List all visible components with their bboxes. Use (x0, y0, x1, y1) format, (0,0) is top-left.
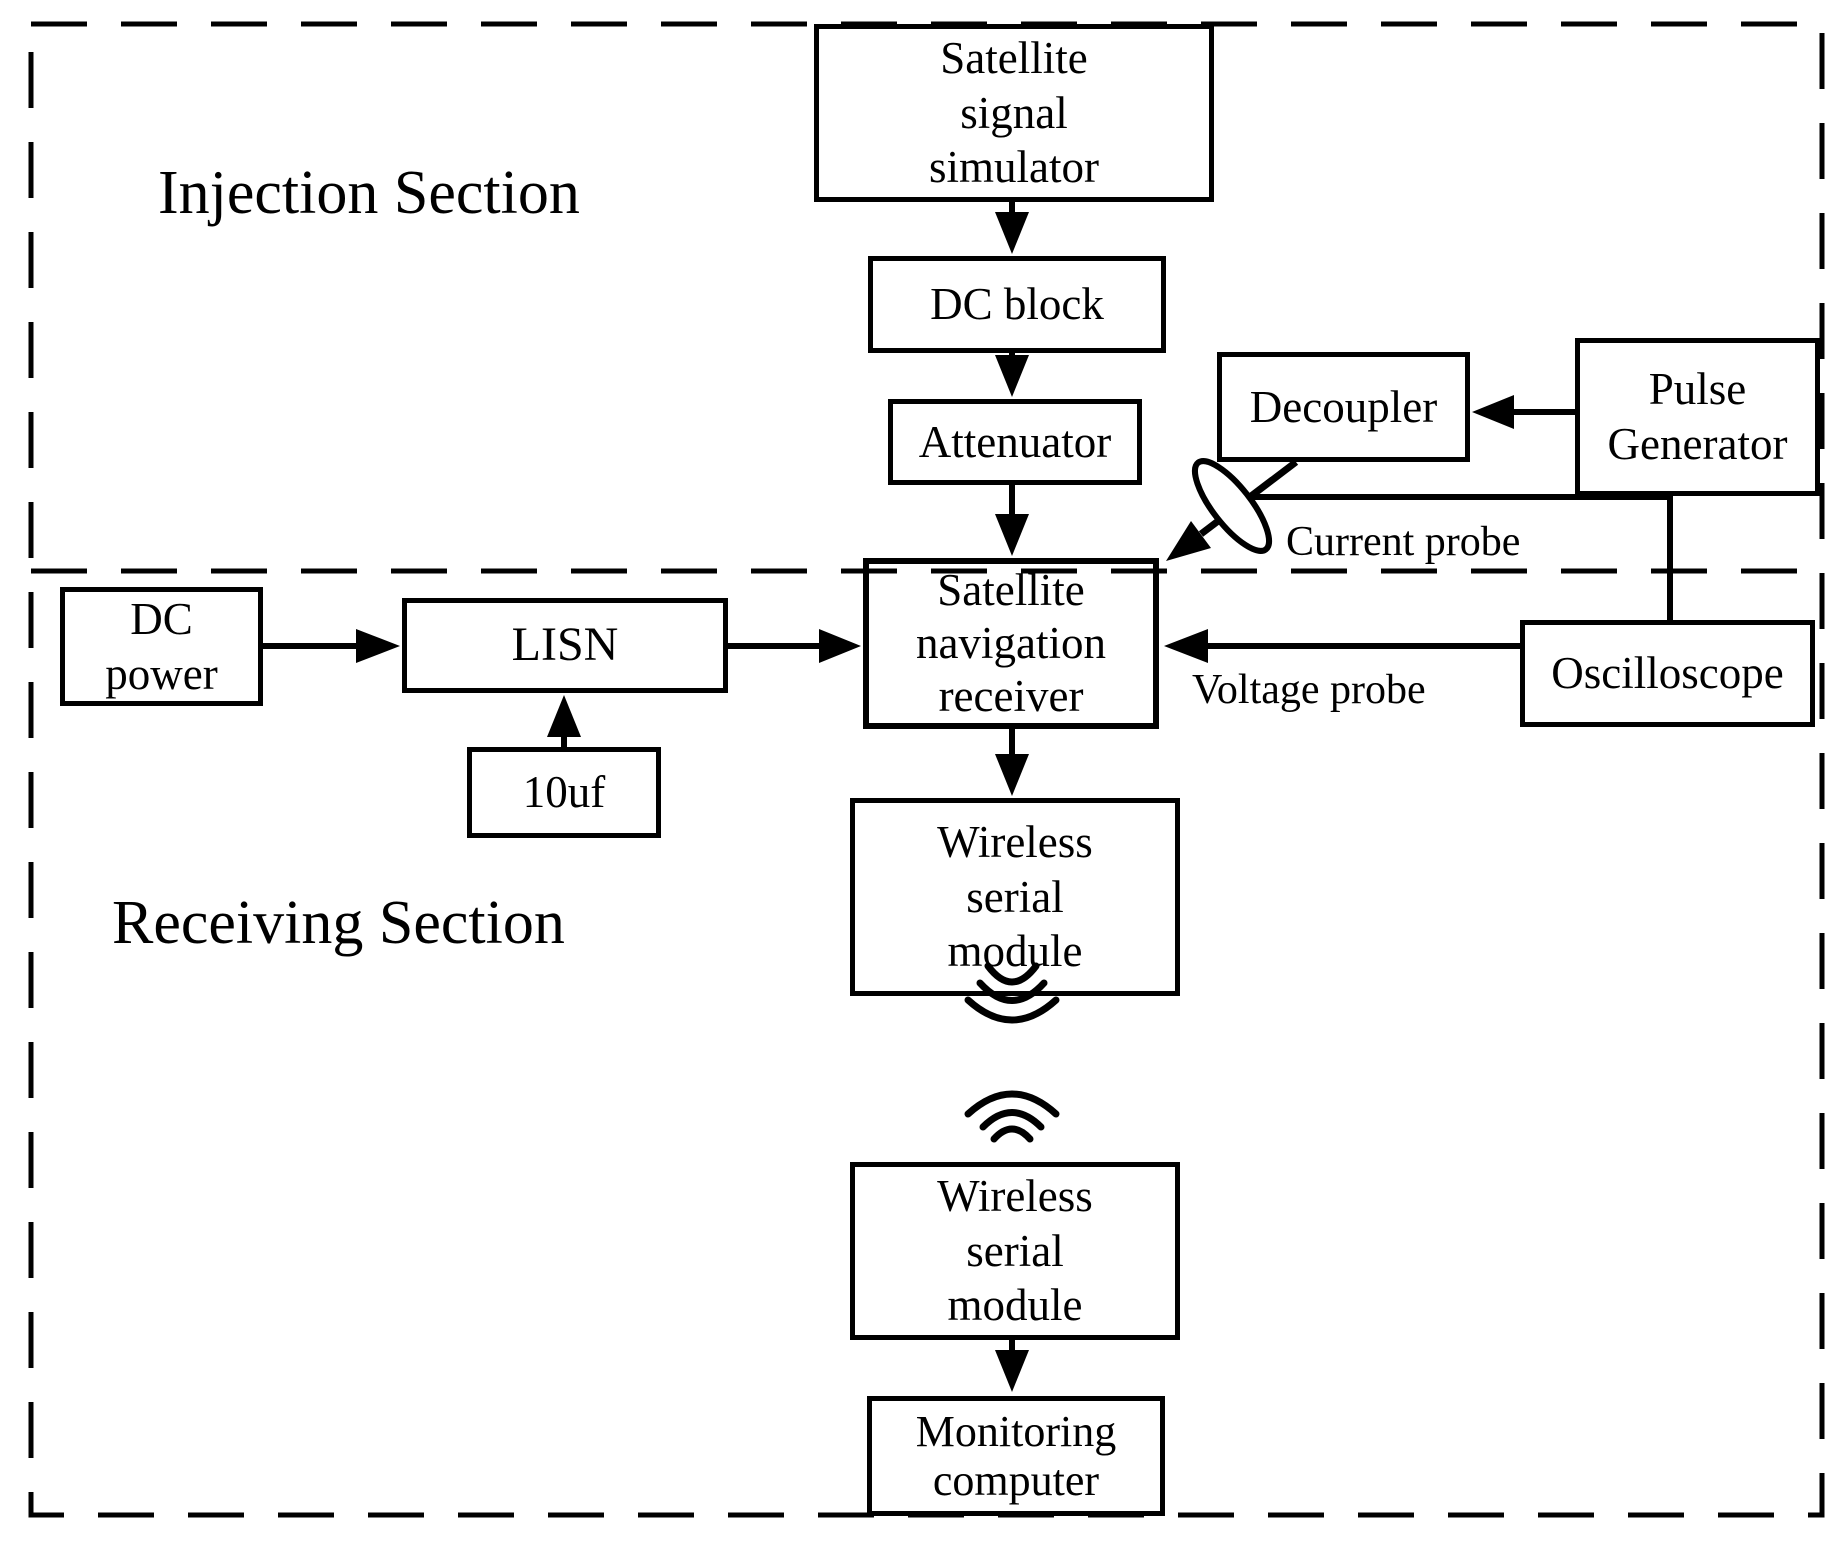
node-decoupler: Decoupler (1217, 352, 1470, 462)
arrow-pulse-generator-to-decoupler-icon (1472, 395, 1575, 429)
node-dc-block: DC block (868, 256, 1166, 353)
arrow-attenuator-to-receiver-icon (995, 485, 1029, 556)
arrow-10uf-to-lisn-icon (547, 695, 581, 747)
arrow-lisn-to-receiver-icon (728, 629, 861, 663)
node-oscilloscope: Oscilloscope (1520, 620, 1815, 727)
current-probe-clamp-icon (1191, 458, 1273, 554)
node-wireless-serial-module-bottom: Wireless serial module (850, 1162, 1180, 1340)
node-satellite-navigation-receiver: Satellite navigation receiver (863, 558, 1159, 729)
injection-section-label: Injection Section (158, 159, 580, 227)
arrow-receiver-to-wireless-top-icon (995, 729, 1029, 796)
arrow-dc-block-to-attenuator-icon (995, 353, 1029, 397)
receiving-section-label: Receiving Section (112, 889, 565, 957)
node-monitoring-computer: Monitoring computer (867, 1396, 1165, 1516)
wifi-waves-bottom-icon (964, 1090, 1060, 1143)
wifi-waves-top-icon (964, 962, 1060, 1024)
voltage-probe-arrow-icon (1164, 629, 1520, 663)
current-probe-connector-line (1252, 494, 1673, 620)
arrow-dc-power-to-lisn-icon (263, 629, 400, 663)
node-dc-power: DC power (60, 587, 263, 706)
node-attenuator: Attenuator (888, 399, 1142, 485)
arrow-wireless-bottom-to-monitor-icon (995, 1340, 1029, 1392)
node-10uf-capacitor: 10uf (467, 747, 661, 838)
current-probe-label: Current probe (1286, 519, 1521, 565)
node-satellite-signal-simulator: Satellite signal simulator (814, 24, 1214, 202)
arrow-simulator-to-dc-block-icon (995, 202, 1029, 254)
voltage-probe-label: Voltage probe (1192, 667, 1426, 713)
node-wireless-serial-module-top: Wireless serial module (850, 798, 1180, 996)
node-lisn: LISN (402, 598, 728, 693)
node-pulse-generator: Pulse Generator (1575, 338, 1820, 496)
